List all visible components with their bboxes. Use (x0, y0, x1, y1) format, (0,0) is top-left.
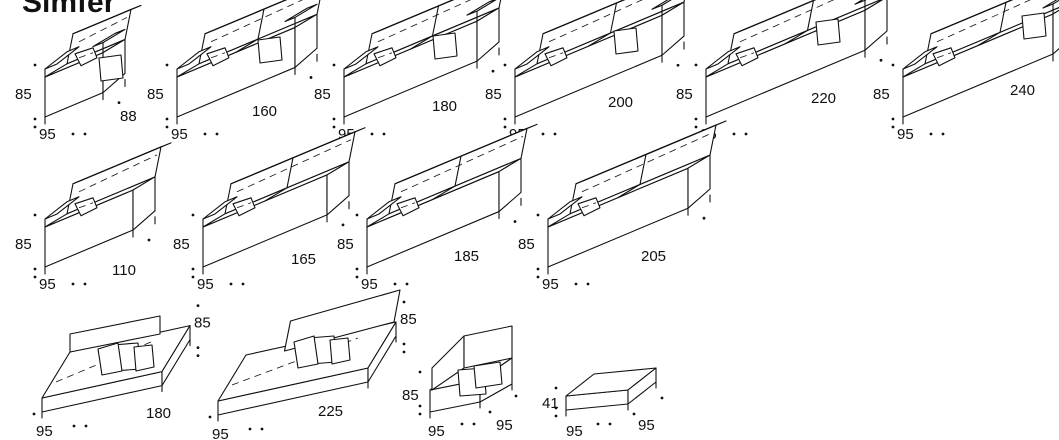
page-title: Simfer (22, 0, 116, 19)
sofa-4-height-label: 85 (485, 86, 502, 103)
end-1-module: 85 95 110 (15, 142, 172, 293)
end-1-height-label: 85 (15, 236, 32, 253)
end-1-depth-label: 95 (39, 276, 56, 293)
end-1-width-label: 110 (112, 262, 136, 279)
end-3-height-label: 85 (337, 236, 354, 253)
chaise-1-module: 85 95 180 (32, 304, 211, 440)
sofa-6-height-label: 85 (873, 86, 890, 103)
end-4-height-label: 85 (518, 236, 535, 253)
sofa-5-width-label: 220 (811, 90, 836, 107)
pouf-height-label: 41 (542, 395, 559, 412)
corner-width-label: 95 (496, 417, 513, 434)
end-2-width-label: 165 (291, 251, 316, 268)
chaise-1-width-label: 180 (146, 405, 171, 422)
end-4-depth-label: 95 (542, 276, 559, 293)
sofa-1-depth-label: 95 (39, 126, 56, 143)
chaise-2-height-label: 85 (400, 311, 417, 328)
end-2-module: 85 95 165 (173, 127, 366, 293)
sofa-2-width-label: 160 (252, 103, 277, 120)
chaise-1-depth-label: 95 (36, 423, 53, 440)
sofa-3-height-label: 85 (314, 86, 331, 103)
sofa-1-width-label: 88 (120, 108, 137, 125)
end-4-width-label: 205 (641, 248, 666, 265)
sofa-4-module: 8595200 (485, 0, 685, 143)
sofa-6-module: 85 95 240 (873, 0, 1059, 143)
end-3-width-label: 185 (454, 248, 479, 265)
corner-depth-label: 95 (428, 423, 445, 440)
chaise-2-depth-label: 95 (212, 426, 229, 440)
pouf-depth-label: 95 (566, 423, 583, 440)
sofa-4-width-label: 200 (608, 94, 633, 111)
sofa-2-module: 85 95 160 (147, 0, 321, 143)
sofa-2-height-label: 85 (147, 86, 164, 103)
pouf-width-label: 95 (638, 417, 655, 434)
sofa-2-depth-label: 95 (171, 126, 188, 143)
end-2-height-label: 85 (173, 236, 190, 253)
sofa-5-module: 8595220 (676, 0, 888, 143)
sofa-3-width-label: 180 (432, 98, 457, 115)
end-2-depth-label: 95 (197, 276, 214, 293)
chaise-2-module: 85 95 225 (208, 289, 417, 440)
end-3-module: 85 95 185 (337, 123, 538, 293)
chaise-1-height-label: 85 (194, 315, 211, 332)
end-4-module: 85 95 205 (518, 120, 727, 293)
sofa-1-height-label: 85 (15, 86, 32, 103)
sofa-6-depth-label: 95 (897, 126, 914, 143)
sofa-6-width-label: 240 (1010, 82, 1035, 99)
sofa-5-height-label: 85 (676, 86, 693, 103)
pouf-module: 41 95 95 (542, 367, 664, 440)
sofa-1-module: 85 95 88 (15, 4, 142, 143)
chaise-2-width-label: 225 (318, 403, 343, 420)
end-3-depth-label: 95 (361, 276, 378, 293)
corner-module: 85 95 95 (402, 325, 518, 440)
corner-height-label: 85 (402, 387, 419, 404)
